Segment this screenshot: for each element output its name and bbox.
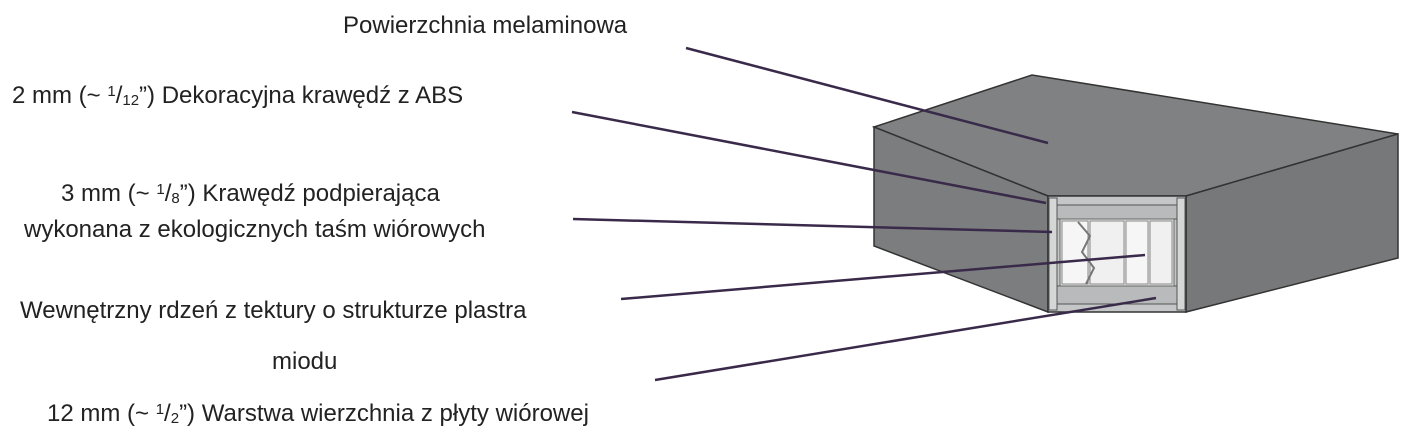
top-particleboard-layer xyxy=(1056,204,1178,220)
honeycomb-fold xyxy=(1077,221,1096,285)
label-core-line1: Wewnętrzny rdzeń z tektury o strukturze … xyxy=(20,297,527,324)
honeycomb-cell xyxy=(1125,220,1149,285)
honeycomb-cell xyxy=(1149,220,1173,285)
honeycomb-cell xyxy=(1061,220,1089,285)
honeycomb-cell xyxy=(1089,220,1125,285)
leader-top-layer xyxy=(654,296,1157,382)
label-melamine: Powierzchnia melaminowa xyxy=(343,12,628,39)
leader-abs xyxy=(571,110,1047,205)
leader-support xyxy=(572,217,1053,234)
label-abs-edge: 2 mm (~ 1/12”) Dekoracyjna krawędź z ABS xyxy=(12,82,464,109)
abs-edge-right xyxy=(1176,197,1186,311)
label-top-layer: 12 mm (~ 1/2”) Warstwa wierzchnia z płyt… xyxy=(47,400,589,427)
label-core-line2: miodu xyxy=(272,348,338,375)
leader-core xyxy=(620,253,1146,301)
label-support-edge-line2: wykonana z ekologicznych taśm wiórowych xyxy=(24,216,486,243)
abs-edge-left xyxy=(1048,197,1058,311)
label-support-edge: 3 mm (~ 1/8”) Krawędź podpierająca xyxy=(61,180,440,207)
bottom-particleboard-layer xyxy=(1056,285,1178,305)
leader-melamine xyxy=(685,46,1049,145)
